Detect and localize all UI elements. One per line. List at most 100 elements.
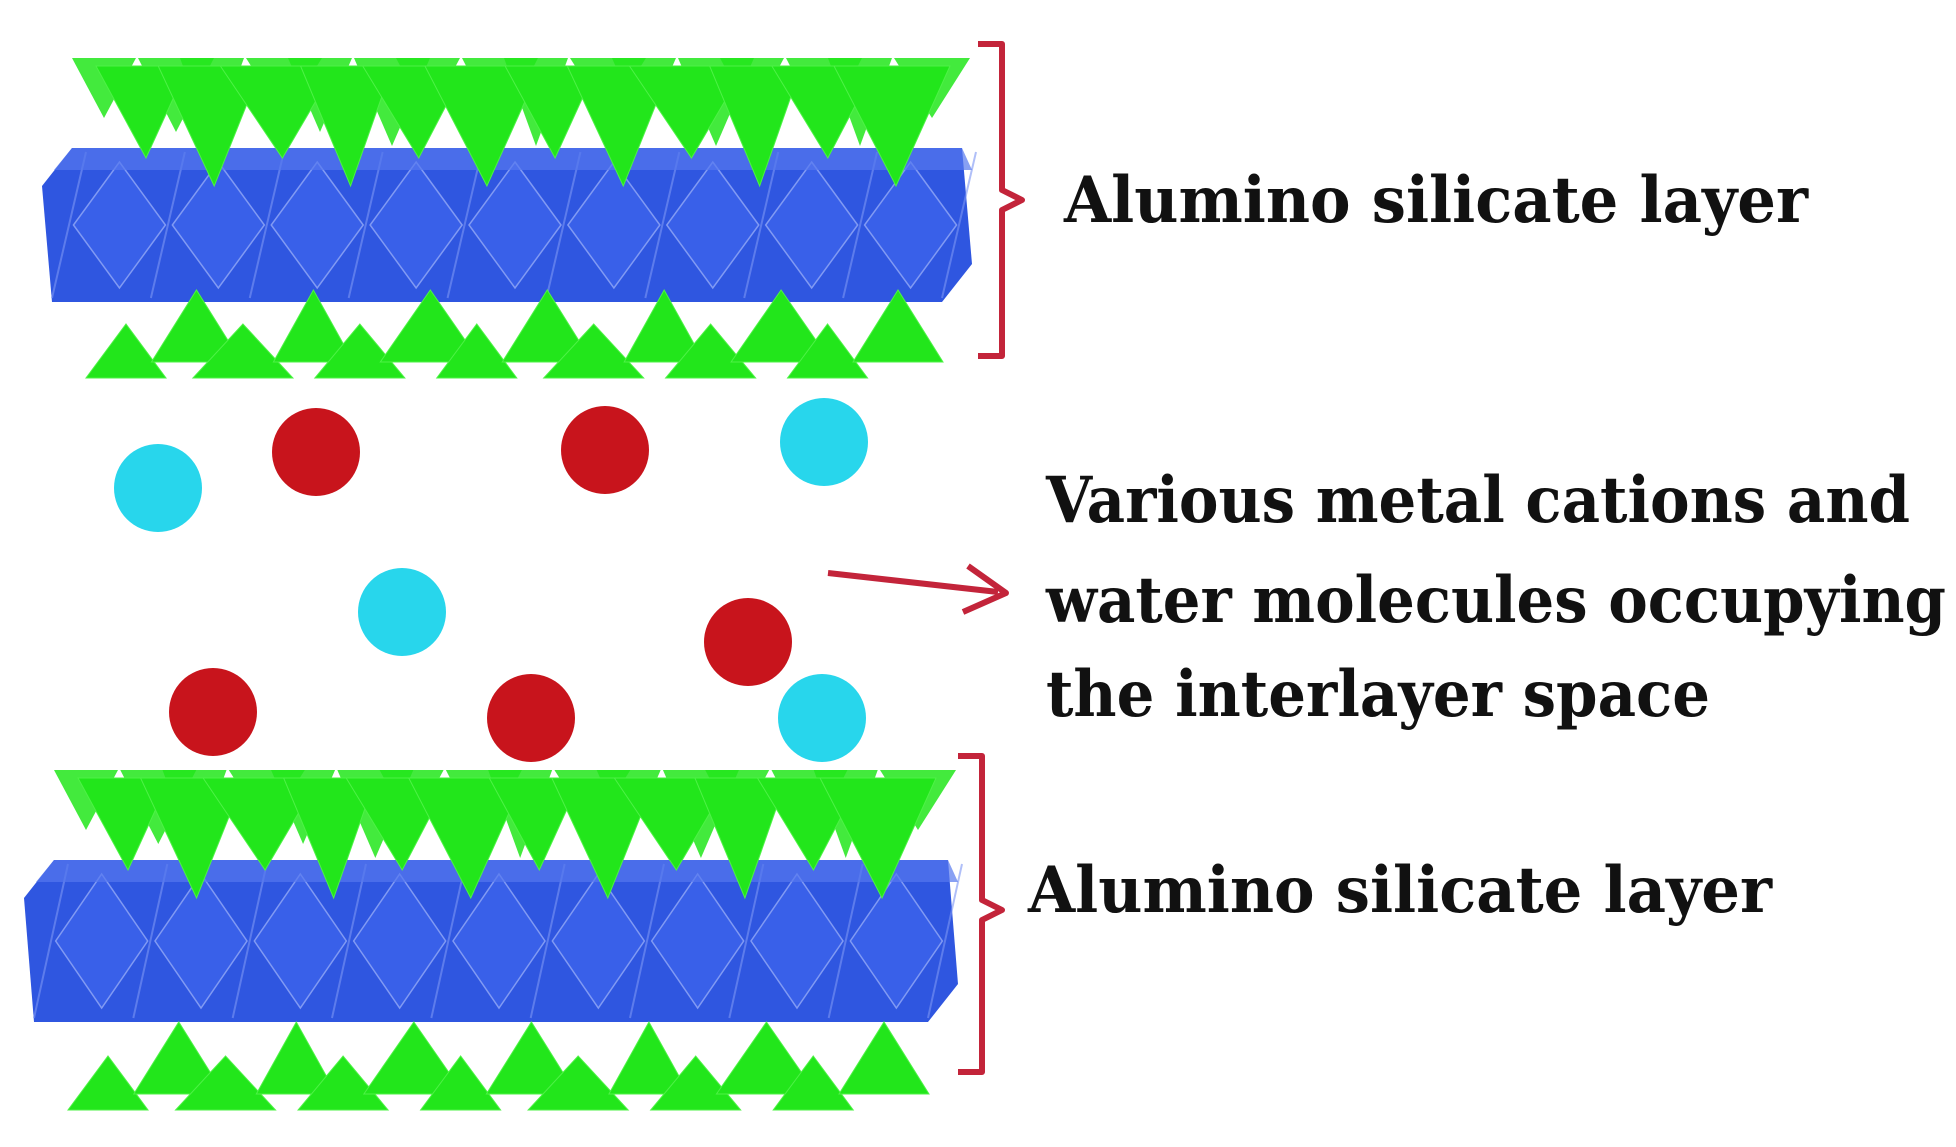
interlayer-cations [114, 398, 868, 762]
octahedron [171, 160, 266, 290]
top-layer-bracket [978, 41, 1025, 359]
tetrahedron [219, 65, 338, 159]
tetrahedron-lower [191, 323, 295, 379]
tetrahedron-lower [132, 1021, 225, 1095]
tetrahedron [95, 65, 189, 160]
tetrahedron [566, 65, 673, 188]
bottom-aluminosilicate-layer [24, 770, 963, 1111]
octahedron [72, 160, 167, 290]
tetrahedron [628, 65, 747, 159]
tetrahedron-lower [174, 1055, 277, 1111]
cation-red [169, 668, 257, 756]
tetrahedron [708, 65, 803, 188]
octahedron [566, 160, 661, 290]
tetrahedron-lower [313, 323, 406, 379]
tetrahedron-lower [730, 289, 833, 363]
tetrahedron [488, 777, 583, 872]
octahedron [764, 160, 859, 290]
octahedron [468, 160, 562, 290]
interlayer-label-line3: the interlayer space [1046, 657, 1710, 732]
octahedron-edge [842, 151, 879, 299]
tetrahedron [139, 777, 246, 900]
octahedron [650, 872, 745, 1010]
octahedron-edge [827, 863, 864, 1019]
tetrahedron-lower [608, 1020, 690, 1095]
octahedron [665, 160, 760, 290]
octahedron-edge [149, 151, 186, 299]
tetrahedron-lower [542, 323, 645, 379]
tetrahedron [202, 777, 320, 871]
octahedron-edge [446, 151, 483, 299]
tetrahedron-lower [255, 1020, 338, 1095]
octahedron [253, 872, 348, 1010]
octahedron [551, 872, 646, 1010]
tetrahedron [833, 65, 951, 188]
octahedron [54, 872, 149, 1010]
tetrahedron-lower [297, 1055, 390, 1111]
tetrahedron [819, 777, 937, 900]
tetrahedron-lower [623, 288, 706, 363]
tetrahedron-lower [772, 1055, 855, 1111]
tetrahedron [551, 777, 657, 900]
octahedral-top-face [36, 860, 958, 882]
octahedron-edge [132, 863, 169, 1019]
cation-cyan [114, 444, 202, 532]
tetrahedron-lower [649, 1055, 742, 1111]
tetrahedron-lower [664, 323, 757, 379]
cation-red [704, 598, 792, 686]
tetrahedron-lower [852, 289, 944, 363]
octahedron-edge [941, 151, 977, 299]
octahedron-edge [51, 151, 87, 299]
tetrahedron [407, 777, 526, 900]
octahedron [849, 872, 944, 1010]
tetrahedron-lower [527, 1055, 630, 1111]
tetrahedron-lower [501, 289, 594, 363]
octahedron [750, 872, 844, 1010]
octahedron [452, 872, 546, 1010]
tetrahedron-lower [419, 1055, 502, 1111]
top-layer-label: Alumino silicate layer [1063, 163, 1809, 238]
cation-red [487, 674, 575, 762]
octahedron-edge [927, 863, 963, 1019]
cation-red [561, 406, 649, 494]
tetrahedron [613, 777, 732, 871]
tetrahedron-lower [362, 1021, 465, 1095]
octahedron-edge [644, 151, 681, 299]
octahedron-edge [743, 151, 780, 299]
octahedron-edge [33, 863, 69, 1019]
octahedron [352, 872, 447, 1010]
octahedron [863, 160, 958, 290]
tetrahedron [77, 777, 171, 872]
interlayer-arrow [827, 563, 1009, 615]
octahedron [369, 160, 464, 290]
tetrahedron-lower [435, 323, 518, 379]
tetrahedron-lower [715, 1021, 818, 1095]
cation-cyan [778, 674, 866, 762]
octahedron-edge [347, 151, 384, 299]
cation-red [272, 408, 360, 496]
octahedron-edge [331, 863, 367, 1019]
tetrahedron-lower [838, 1021, 930, 1095]
octahedron-edge [545, 151, 582, 299]
bottom-layer-bracket [958, 753, 1005, 1075]
octahedron-edge [529, 863, 566, 1019]
octahedron-edge [728, 863, 765, 1019]
tetrahedron-lower [379, 289, 482, 363]
tetrahedron [424, 65, 542, 188]
top-aluminosilicate-layer [42, 58, 977, 379]
octahedron-edge [629, 863, 665, 1019]
tetrahedron-lower [272, 288, 355, 363]
tetrahedron-lower [150, 289, 243, 363]
cation-cyan [780, 398, 868, 486]
tetrahedron-lower [485, 1021, 578, 1095]
tetrahedron [694, 777, 788, 900]
interlayer-label-line2: water molecules occupying [1045, 563, 1946, 638]
interlayer-label-line1: Various metal cations and [1045, 463, 1910, 538]
octahedral-top-face [54, 148, 972, 170]
octahedron-edge [248, 151, 285, 299]
octahedron [270, 160, 365, 290]
octahedron [154, 872, 248, 1010]
octahedron-edge [430, 863, 467, 1019]
tetrahedron [504, 65, 598, 160]
